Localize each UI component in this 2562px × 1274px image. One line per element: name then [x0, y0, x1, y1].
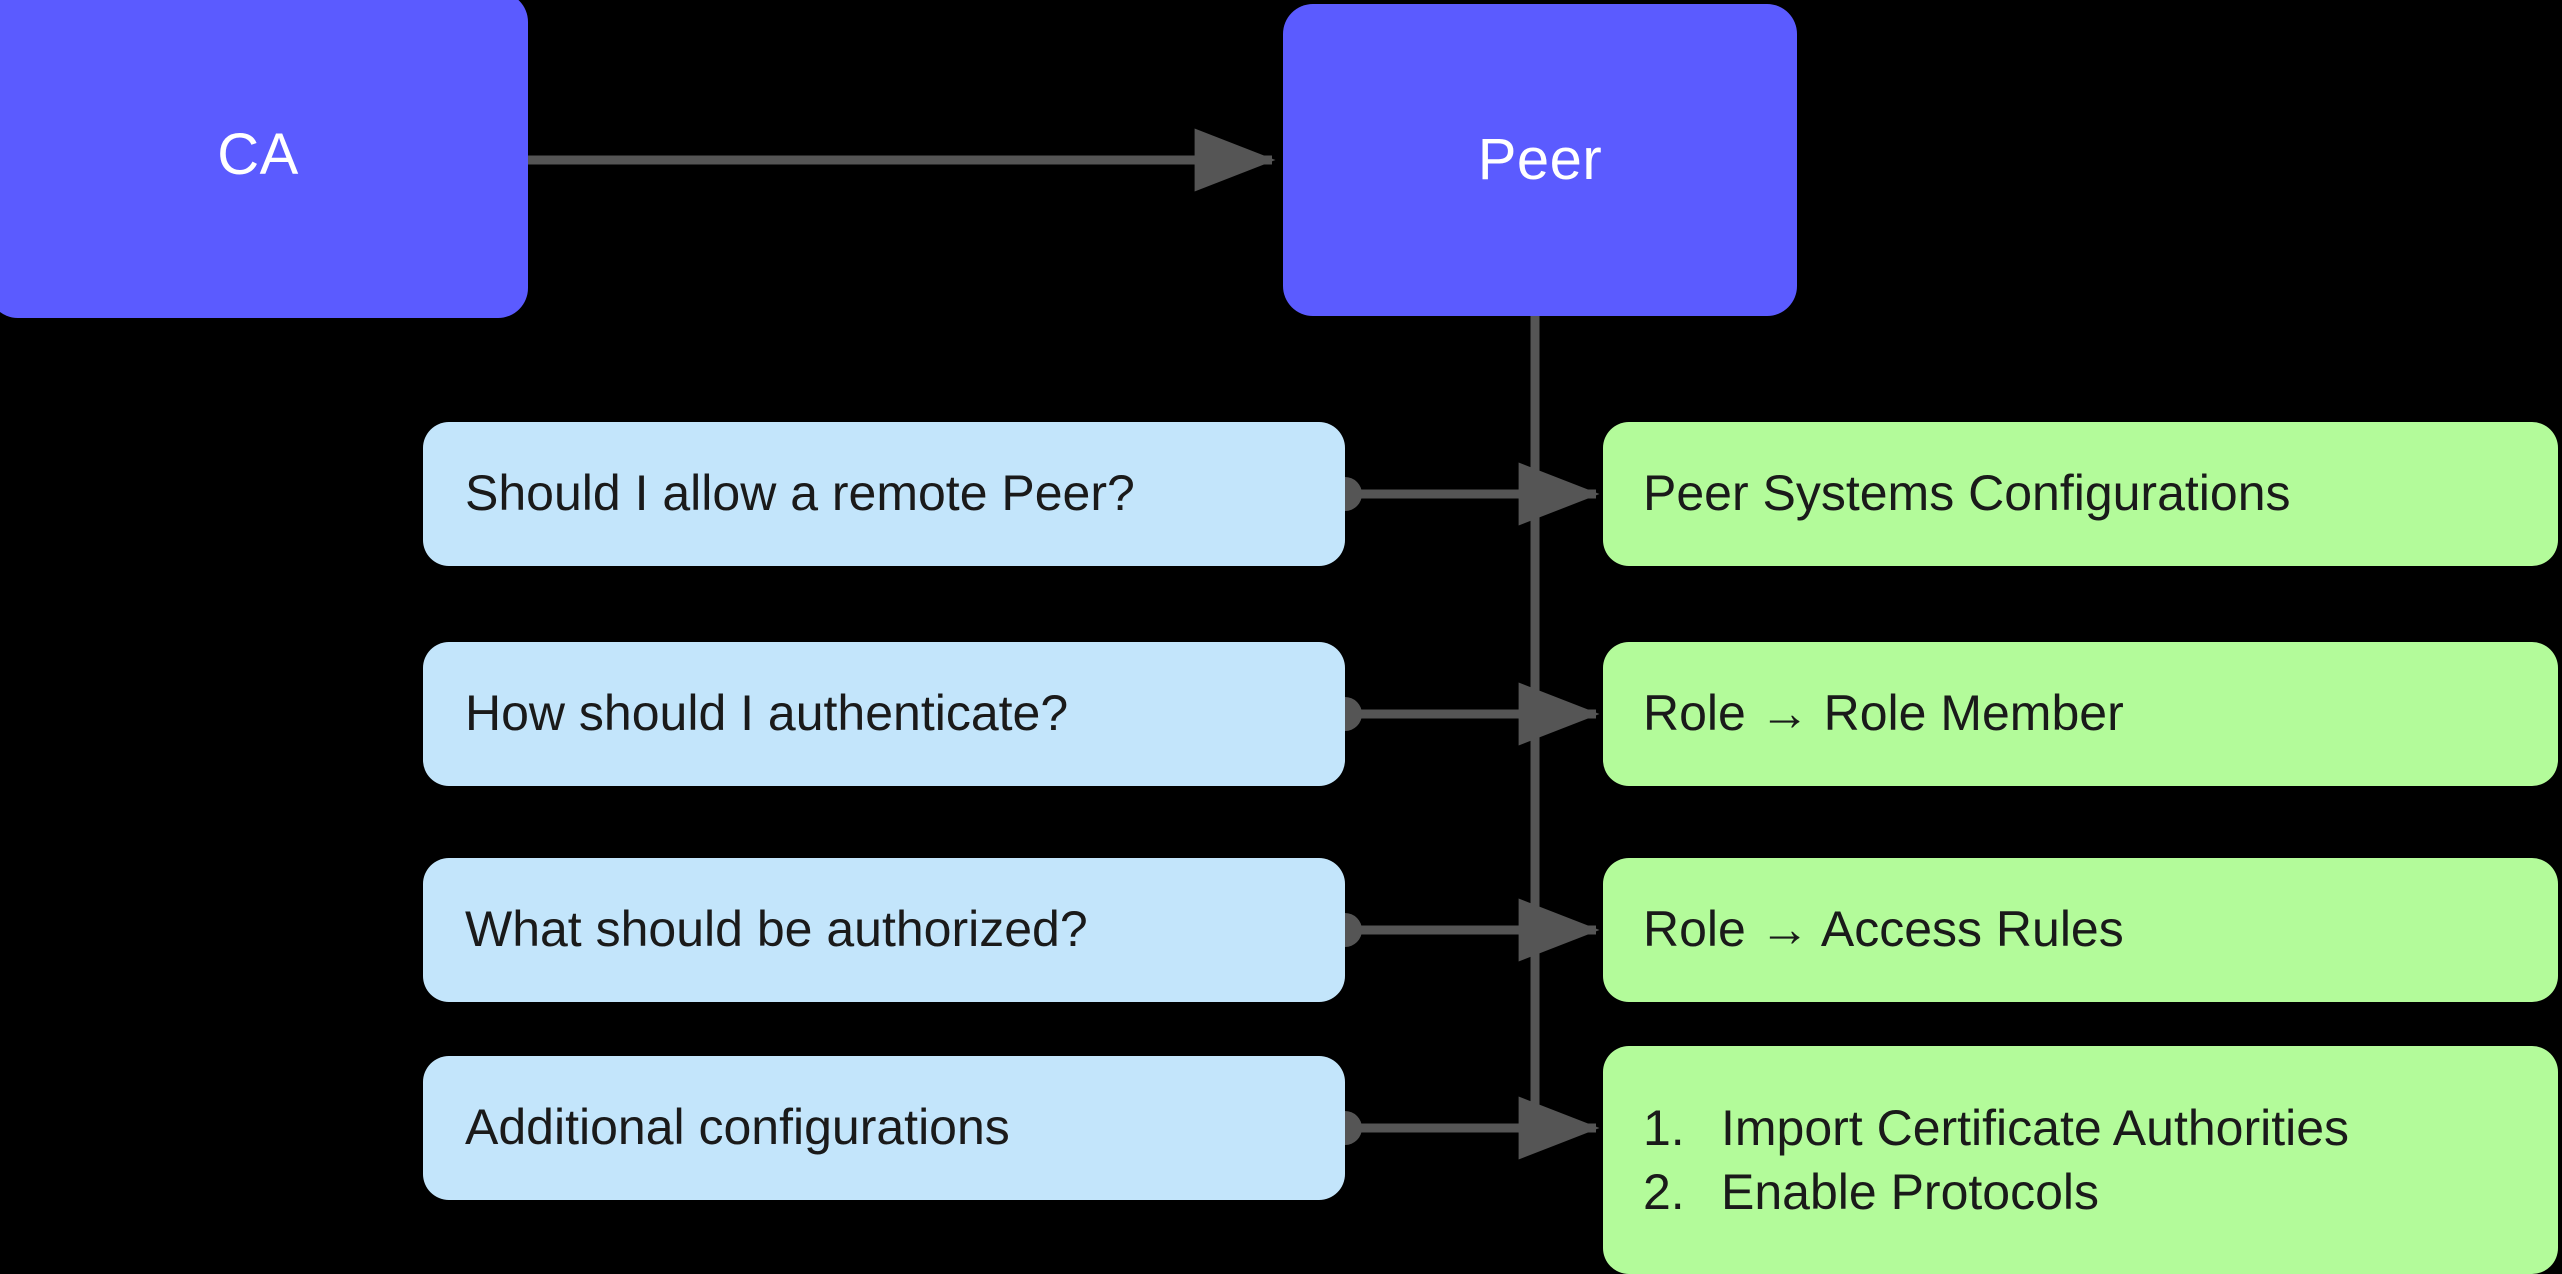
edge-row-4 — [1328, 1096, 1600, 1160]
list-item: 2. Enable Protocols — [1643, 1160, 2349, 1224]
node-peer[interactable]: Peer — [1283, 4, 1797, 316]
node-question-3[interactable]: What should be authorized? — [423, 858, 1345, 1002]
node-peer-label: Peer — [1477, 127, 1603, 193]
node-answer-2[interactable]: Role → Role Member — [1603, 642, 2558, 786]
node-question-2[interactable]: How should I authenticate? — [423, 642, 1345, 786]
node-answer-3-label: Role → Access Rules — [1643, 901, 2124, 958]
list-item-number: 2. — [1643, 1164, 1685, 1220]
node-answer-1[interactable]: Peer Systems Configurations — [1603, 422, 2558, 566]
node-answer-2-label: Role → Role Member — [1643, 685, 2124, 742]
node-ca[interactable]: CA — [0, 0, 528, 318]
edge-row-3 — [1328, 898, 1600, 962]
node-question-4-label: Additional configurations — [465, 1099, 1010, 1156]
node-question-4[interactable]: Additional configurations — [423, 1056, 1345, 1200]
node-question-1[interactable]: Should I allow a remote Peer? — [423, 422, 1345, 566]
list-item-text: Enable Protocols — [1721, 1164, 2100, 1220]
node-answer-4[interactable]: 1. Import Certificate Authorities 2. Ena… — [1603, 1046, 2558, 1274]
node-question-2-label: How should I authenticate? — [465, 685, 1069, 742]
list-item-number: 1. — [1643, 1100, 1685, 1156]
edge-row-1 — [1328, 462, 1600, 526]
node-question-3-label: What should be authorized? — [465, 901, 1088, 958]
node-answer-3[interactable]: Role → Access Rules — [1603, 858, 2558, 1002]
node-answer-4-list: 1. Import Certificate Authorities 2. Ena… — [1643, 1096, 2349, 1224]
node-ca-label: CA — [217, 122, 299, 188]
node-question-1-label: Should I allow a remote Peer? — [465, 465, 1135, 522]
list-item: 1. Import Certificate Authorities — [1643, 1096, 2349, 1160]
node-answer-1-label: Peer Systems Configurations — [1643, 465, 2291, 522]
edge-row-2 — [1328, 682, 1600, 746]
list-item-text: Import Certificate Authorities — [1721, 1100, 2350, 1156]
